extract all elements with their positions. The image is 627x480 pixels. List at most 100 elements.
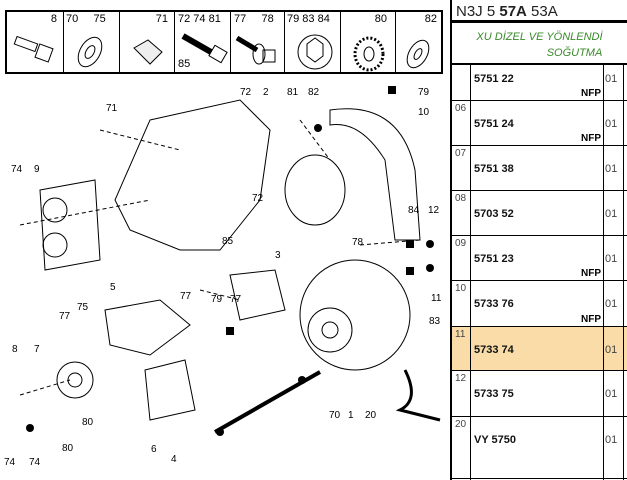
callout[interactable]: 77 bbox=[230, 294, 242, 305]
callout[interactable]: 85 bbox=[222, 236, 234, 247]
nfp-badge: NFP bbox=[581, 268, 601, 279]
part-number[interactable]: 5733 76 bbox=[474, 298, 514, 310]
callout[interactable]: 79 bbox=[211, 294, 223, 305]
callout[interactable]: 80 bbox=[62, 443, 74, 454]
nfp-badge: NFP bbox=[581, 314, 601, 325]
ref-number: 06 bbox=[455, 103, 467, 114]
callout[interactable]: 75 bbox=[77, 302, 89, 313]
ref-number: 07 bbox=[455, 148, 467, 159]
part-row[interactable]: 07 5751 38 01 bbox=[452, 146, 627, 191]
ref-number: 08 bbox=[455, 193, 467, 204]
callout[interactable]: 4 bbox=[171, 454, 177, 465]
bolt-washer-icon bbox=[235, 35, 276, 65]
strip-cell-washer[interactable]: 70 75 bbox=[64, 12, 120, 72]
roller-7 bbox=[56, 361, 94, 399]
code-prefix: N3J 5 bbox=[456, 3, 500, 20]
quantity: 01 bbox=[605, 388, 618, 400]
part-number[interactable]: 5703 52 bbox=[474, 208, 514, 220]
part-row[interactable]: 20 VY 5750 01 bbox=[452, 417, 627, 479]
part-row[interactable]: 08 5703 52 01 bbox=[452, 191, 627, 236]
washer-icon bbox=[77, 36, 103, 68]
strip-cell-bolt-washer[interactable]: 77 78 bbox=[231, 12, 285, 72]
part-row[interactable]: 11 5733 74 01 bbox=[452, 327, 627, 371]
quantity: 01 bbox=[605, 208, 618, 220]
nfp-badge: NFP bbox=[581, 133, 601, 144]
callout[interactable]: 74 bbox=[29, 457, 41, 468]
strip-cell-bolt[interactable]: 8 bbox=[7, 12, 64, 72]
callout[interactable]: 84 bbox=[408, 205, 420, 216]
callout[interactable]: 80 bbox=[82, 417, 94, 428]
alternator bbox=[299, 259, 411, 371]
bolt-icon bbox=[13, 35, 54, 63]
callout[interactable]: 20 bbox=[365, 410, 377, 421]
screw-icon bbox=[181, 33, 228, 64]
quantity: 01 bbox=[605, 163, 618, 175]
serrated-washer-icon bbox=[353, 36, 385, 72]
callout[interactable]: 77 bbox=[180, 291, 192, 302]
callout[interactable]: 10 bbox=[418, 107, 430, 118]
callout[interactable]: 70 bbox=[329, 410, 341, 421]
tensioner-9 bbox=[39, 179, 101, 271]
part-number[interactable]: 5751 24 bbox=[474, 118, 514, 130]
callout[interactable]: 12 bbox=[428, 205, 440, 216]
quantity: 01 bbox=[605, 434, 618, 446]
callout[interactable]: 8 bbox=[12, 344, 18, 355]
callout[interactable]: 2 bbox=[263, 87, 269, 98]
strip-cell-washer-2[interactable]: 82 bbox=[396, 12, 441, 72]
callout[interactable]: 72 bbox=[252, 193, 264, 204]
callout[interactable]: 11 bbox=[431, 293, 442, 304]
callout[interactable]: 7 bbox=[34, 344, 40, 355]
part-row[interactable]: 09 5751 23 NFP 01 bbox=[452, 236, 627, 281]
part-number[interactable]: 5751 23 bbox=[474, 253, 514, 265]
part-number[interactable]: 5733 74 bbox=[474, 344, 514, 356]
callout[interactable]: 72 bbox=[240, 87, 252, 98]
callout[interactable]: 77 bbox=[59, 311, 71, 322]
power-steering-pump bbox=[284, 154, 346, 226]
callout[interactable]: 83 bbox=[429, 316, 441, 327]
callout[interactable]: 81 bbox=[287, 87, 299, 98]
strip-cell-nut[interactable]: 79 83 84 bbox=[285, 12, 341, 72]
belt-20 bbox=[395, 369, 441, 422]
part-number[interactable]: VY 5750 bbox=[474, 434, 517, 446]
callout[interactable]: 82 bbox=[308, 87, 320, 98]
ref-number: 12 bbox=[455, 373, 467, 384]
quantity: 01 bbox=[605, 118, 618, 130]
washer-icon bbox=[406, 39, 430, 69]
callout[interactable]: 74 bbox=[4, 457, 16, 468]
nfp-badge: NFP bbox=[581, 88, 601, 99]
callout[interactable]: 6 bbox=[151, 444, 157, 455]
strip-cell-serrated-washer[interactable]: 80 bbox=[341, 12, 396, 72]
callout[interactable]: 3 bbox=[275, 250, 281, 261]
quantity: 01 bbox=[605, 253, 618, 265]
part-row[interactable]: 12 5733 75 01 bbox=[452, 371, 627, 417]
callout[interactable]: 5 bbox=[110, 282, 116, 293]
part-number[interactable]: 5751 38 bbox=[474, 163, 514, 175]
sleeve-icon bbox=[133, 39, 163, 65]
callout[interactable]: 79 bbox=[418, 87, 430, 98]
assembly-drawing bbox=[19, 86, 441, 436]
bracket-5 bbox=[104, 299, 191, 356]
bracket-6 bbox=[144, 359, 196, 421]
code-suffix: 53A bbox=[526, 3, 558, 20]
alternator-bracket bbox=[114, 99, 271, 251]
pump-shield bbox=[329, 108, 421, 241]
callout[interactable]: 1 bbox=[348, 410, 354, 421]
part-row[interactable]: 10 5733 76 NFP 01 bbox=[452, 281, 627, 327]
title-line-1: XU DİZEL VE YÖNLENDİ bbox=[476, 31, 603, 43]
part-row[interactable]: 06 5751 24 NFP 01 bbox=[452, 101, 627, 146]
callout[interactable]: 78 bbox=[352, 237, 364, 248]
ref-number: 20 bbox=[455, 419, 467, 430]
callout[interactable]: 9 bbox=[34, 164, 40, 175]
strip-cell-sleeve[interactable]: 71 bbox=[120, 12, 175, 72]
quantity: 01 bbox=[605, 344, 618, 356]
title-line-2: SOĞUTMA bbox=[546, 47, 603, 59]
part-number[interactable]: 5751 22 bbox=[474, 73, 514, 85]
callout[interactable]: 71 bbox=[106, 103, 118, 114]
callout[interactable]: 74 bbox=[11, 164, 23, 175]
part-number[interactable]: 5733 75 bbox=[474, 388, 514, 400]
part-row[interactable]: 5751 22 NFP 01 bbox=[452, 65, 627, 101]
